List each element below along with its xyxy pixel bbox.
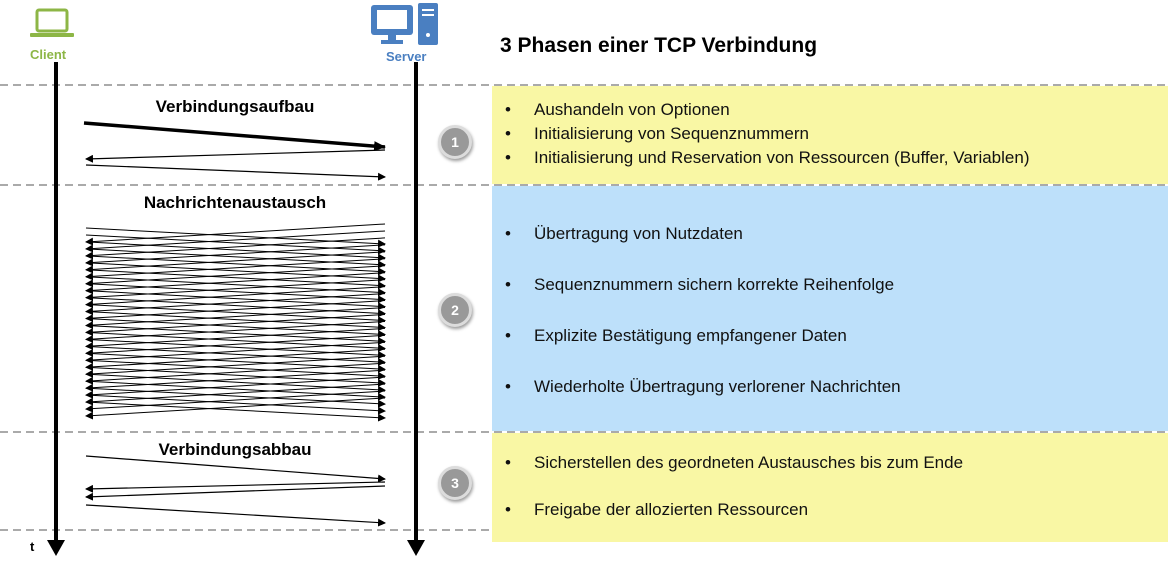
data-message-arrow <box>85 401 386 422</box>
data-message-arrow <box>85 262 386 283</box>
acknowledgement-arrow <box>85 237 386 260</box>
data-message-arrow <box>85 317 386 339</box>
data-message-arrow <box>85 304 386 325</box>
acknowledgement-arrow <box>85 265 386 288</box>
acknowledgement-arrow <box>85 300 386 323</box>
server-time-arrowhead <box>407 540 425 556</box>
laptop-icon <box>30 8 74 37</box>
phase-2-bullet: Wiederholte Übertragung verlorener Nachr… <box>492 377 1168 397</box>
data-message-arrow <box>85 359 386 380</box>
acknowledgement-arrow <box>85 307 386 330</box>
data-message-arrow <box>85 324 386 346</box>
phase-3-panel: Sicherstellen des geordneten Austausches… <box>492 433 1168 542</box>
phase-separators <box>0 84 1168 531</box>
desktop-computer-icon <box>371 3 438 45</box>
time-axis-label: t <box>30 539 35 554</box>
acknowledgement-arrow <box>85 327 386 350</box>
phase-1-badge: 1 <box>438 125 472 159</box>
data-message-arrow <box>85 373 386 394</box>
acknowledgement-arrow <box>85 334 386 357</box>
ack-arrow <box>85 164 386 181</box>
fin-arrow <box>85 455 386 483</box>
phase-3-bullet: Sicherstellen des geordneten Austausches… <box>492 453 1168 473</box>
acknowledgement-arrow <box>85 348 386 371</box>
client-time-arrowhead <box>47 540 65 556</box>
acknowledgement-arrow <box>85 279 386 302</box>
acknowledgement-arrow <box>85 397 386 420</box>
data-message-arrow <box>85 276 386 297</box>
data-message-arrow <box>85 234 386 255</box>
acknowledgement-arrow <box>85 251 386 274</box>
phase-1-title: Verbindungsaufbau <box>155 97 315 116</box>
syn-arrow <box>83 121 386 152</box>
data-message-arrow <box>85 255 386 276</box>
acknowledgement-arrow <box>85 341 386 364</box>
fin-arrow <box>85 485 386 501</box>
data-message-arrow <box>85 290 386 311</box>
ack-arrow <box>85 481 386 493</box>
phase-2-badge: 2 <box>438 293 472 327</box>
acknowledgement-arrow <box>85 313 386 337</box>
data-message-arrow <box>85 345 386 366</box>
phase-2-panel: Übertragung von Nutzdaten Sequenznummern… <box>492 186 1168 431</box>
acknowledgement-arrow <box>85 369 386 392</box>
data-message-arrow <box>85 352 386 373</box>
phase-1-bullet: Aushandeln von Optionen <box>492 98 1168 122</box>
acknowledgement-arrow <box>85 230 386 253</box>
acknowledgement-arrow <box>85 258 386 281</box>
data-message-arrow <box>85 269 386 290</box>
data-message-arrow <box>85 248 386 269</box>
data-message-arrow <box>85 283 386 304</box>
acknowledgement-arrow <box>85 376 386 399</box>
data-message-arrow <box>85 387 386 408</box>
data-message-arrow <box>85 311 386 332</box>
phase-3-title: Verbindungsabbau <box>158 440 312 459</box>
acknowledgement-arrow <box>85 286 386 309</box>
acknowledgement-arrow <box>85 390 386 413</box>
phase-2-bullet: Sequenznummern sichern korrekte Reihenfo… <box>492 275 1168 295</box>
acknowledgement-arrow <box>85 362 386 385</box>
ack-arrow <box>85 504 386 527</box>
acknowledgement-arrow <box>85 355 386 378</box>
phase-2-bullet: Explizite Bestätigung empfangener Daten <box>492 326 1168 346</box>
phase-3-badge: 3 <box>438 466 472 500</box>
data-message-arrow <box>85 338 386 359</box>
data-message-arrow <box>85 380 386 401</box>
server-label: Server <box>386 49 427 64</box>
phase-3-bullet: Freigabe der allozierten Ressourcen <box>492 500 1168 520</box>
acknowledgement-arrow <box>85 244 386 267</box>
data-message-arrow <box>85 366 386 387</box>
phase-2-bullet: Übertragung von Nutzdaten <box>492 224 1168 244</box>
message-exchange-arrows <box>85 223 386 422</box>
acknowledgement-arrow <box>85 320 386 344</box>
acknowledgement-arrow <box>85 272 386 295</box>
data-message-arrow <box>85 227 386 248</box>
phase-2-title: Nachrichtenaustausch <box>143 193 327 212</box>
client-label: Client <box>30 47 67 62</box>
data-message-arrow <box>85 331 386 353</box>
phase-1-panel: Aushandeln von Optionen Initialisierung … <box>492 86 1168 184</box>
acknowledgement-arrow <box>85 223 386 246</box>
syn-ack-arrow <box>85 149 386 163</box>
data-message-arrow <box>85 297 386 318</box>
diagram-title: 3 Phasen einer TCP Verbindung <box>500 34 818 57</box>
data-message-arrow <box>85 241 386 262</box>
phase-1-bullet: Initialisierung und Reservation von Ress… <box>492 146 1168 170</box>
data-message-arrow <box>85 394 386 415</box>
phase-1-bullet: Initialisierung von Sequenznummern <box>492 122 1168 146</box>
acknowledgement-arrow <box>85 293 386 316</box>
acknowledgement-arrow <box>85 383 386 406</box>
